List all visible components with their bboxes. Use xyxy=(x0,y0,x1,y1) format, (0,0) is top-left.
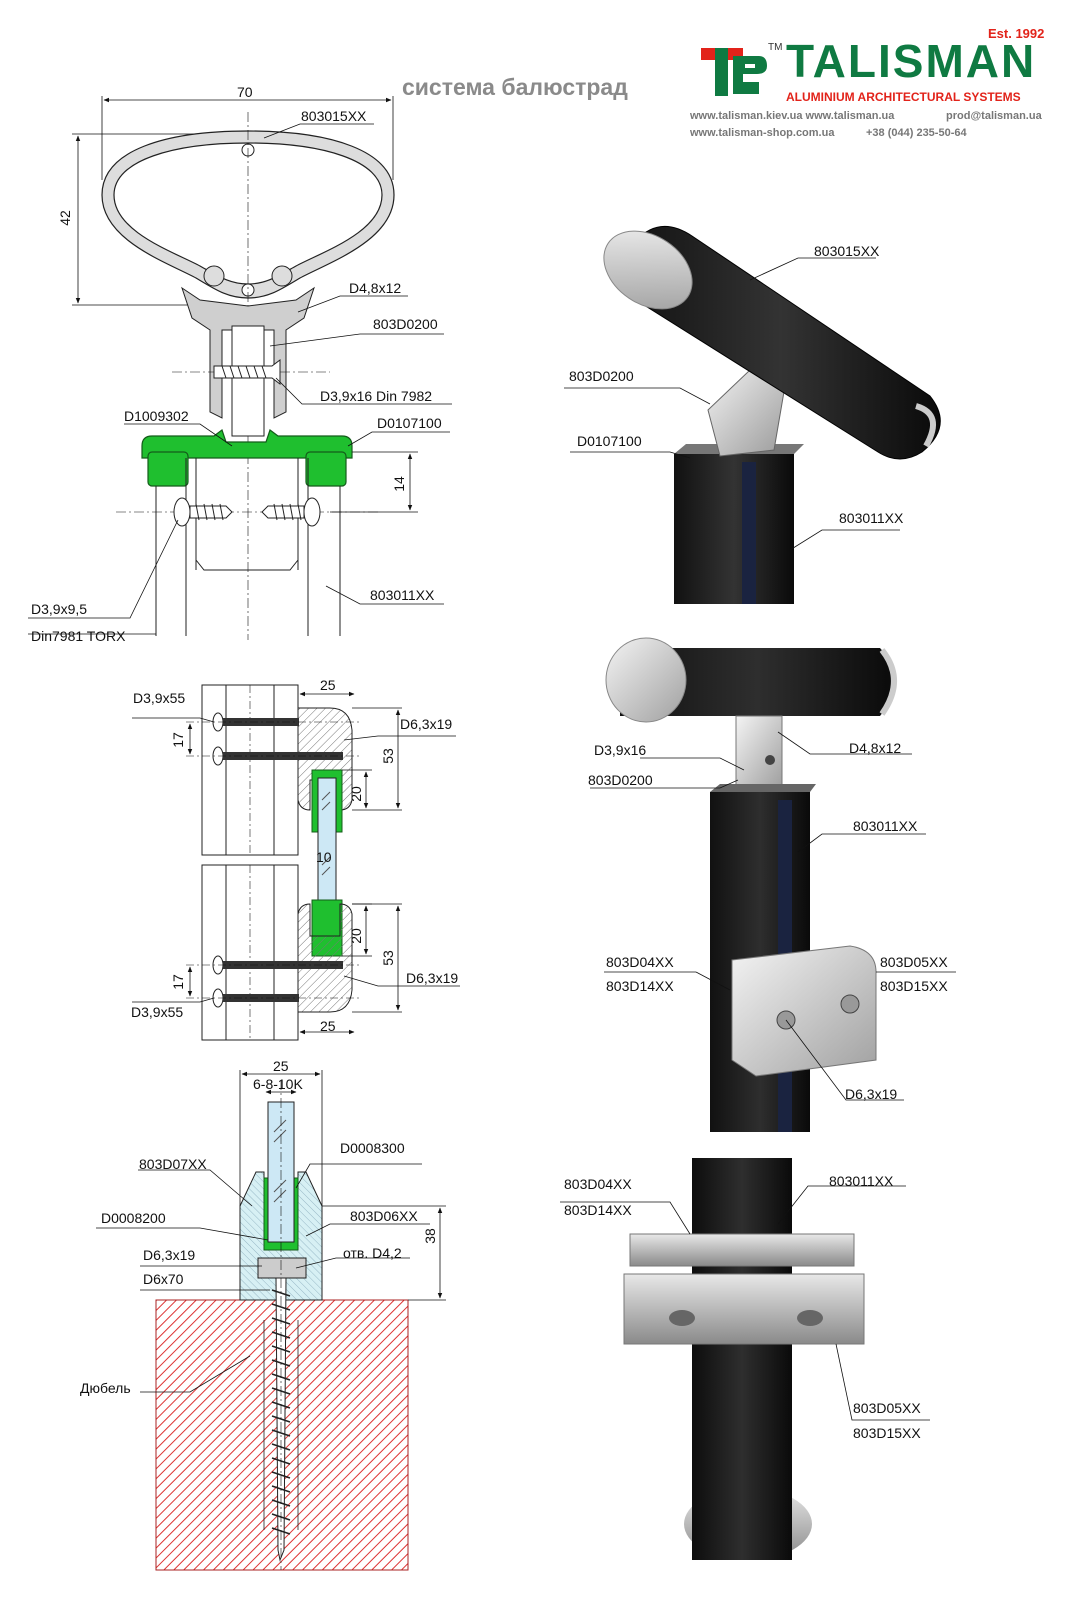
photo2-label-803d14: 803D14XX xyxy=(606,978,674,994)
photo1-label-post: 803011XX xyxy=(839,510,904,526)
photo2-label-803d15: 803D15XX xyxy=(880,978,948,994)
brand-subtitle: ALUMINIUM ARCHITECTURAL SYSTEMS xyxy=(786,90,1021,104)
label-d0008300: D0008300 xyxy=(340,1140,405,1156)
photo2-label-803d05: 803D05XX xyxy=(880,954,948,970)
label-803d06: 803D06XX xyxy=(350,1208,418,1224)
dim-20-top: 20 xyxy=(347,786,364,802)
label-handrail: 803015XX xyxy=(301,108,367,124)
photo2-label-d39: D3,9x16 xyxy=(594,742,647,758)
page-title: система балюстрад xyxy=(402,74,628,100)
label-hole: отв. D4,2 xyxy=(343,1245,402,1261)
label-d1009302: D1009302 xyxy=(124,408,189,424)
contact-websites[interactable]: www.talisman.kiev.ua www.talisman.ua xyxy=(690,110,895,122)
photo2-label-post: 803011XX xyxy=(853,818,918,834)
talisman-logo-icon xyxy=(701,48,767,96)
photo2-label-d63: D6,3x19 xyxy=(845,1086,898,1102)
photo3-label-803d05: 803D05XX xyxy=(853,1400,921,1416)
base-shoe-section-drawing xyxy=(96,1070,446,1571)
glass-clamp-section-drawing xyxy=(132,684,460,1041)
label-d670: D6x70 xyxy=(143,1271,184,1287)
photo3-label-803d14: 803D14XX xyxy=(564,1202,632,1218)
label-803d07: 803D07XX xyxy=(139,1156,207,1172)
label-dowel: Дюбель xyxy=(80,1380,131,1396)
label-screw-side: D3,9x9,5 xyxy=(31,601,88,617)
label-d0008200: D0008200 xyxy=(101,1210,166,1226)
label-screw55-top: D3,9x55 xyxy=(133,690,186,706)
photo3-label-803d15: 803D15XX xyxy=(853,1425,921,1441)
dim-17-bot: 17 xyxy=(169,974,186,990)
contact-shop-site[interactable]: www.talisman-shop.com.ua xyxy=(690,127,835,139)
label-adapter: 803D0200 xyxy=(373,316,438,332)
photo3-label-post: 803011XX xyxy=(829,1173,894,1189)
label-d63: D6,3x19 xyxy=(143,1247,196,1263)
dim-10: 10 xyxy=(316,849,332,865)
dim-height: 42 xyxy=(56,210,73,226)
handrail-photo-2 xyxy=(590,637,956,1132)
photo2-label-d48: D4,8x12 xyxy=(849,740,902,756)
dim-width: 70 xyxy=(237,84,253,100)
photo3-label-803d04: 803D04XX xyxy=(564,1176,632,1192)
dim-glass: 6-8-10K xyxy=(253,1076,303,1092)
label-screw-d39: D3,9x16 Din 7982 xyxy=(320,388,433,404)
label-screw63-top: D6,3x19 xyxy=(400,716,453,732)
dim-53-top: 53 xyxy=(379,748,396,764)
photo2-label-803d04: 803D04XX xyxy=(606,954,674,970)
photo1-label-cap: D0107100 xyxy=(577,433,642,449)
label-cap: D0107100 xyxy=(377,415,442,431)
dim-20-bot: 20 xyxy=(347,928,364,944)
handrail-section-drawing xyxy=(28,96,452,640)
dim-53-bot: 53 xyxy=(379,950,396,966)
dim-38: 38 xyxy=(421,1228,438,1244)
dim-25-bot: 25 xyxy=(320,1018,336,1034)
dim-14: 14 xyxy=(390,476,407,492)
label-screw55-bot: D3,9x55 xyxy=(131,1004,184,1020)
label-din: Din7981 TORX xyxy=(31,628,126,644)
base-clamp-photo-3 xyxy=(560,1158,930,1560)
contact-email[interactable]: prod@talisman.ua xyxy=(946,110,1042,122)
established-badge: Est. 1992 xyxy=(988,26,1045,41)
label-screw63-bot: D6,3x19 xyxy=(406,970,459,986)
photo2-label-adapter: 803D0200 xyxy=(588,772,653,788)
contact-phone: +38 (044) 235-50-64 xyxy=(866,127,967,139)
handrail-photo-1 xyxy=(564,226,941,604)
label-post: 803011XX xyxy=(370,587,435,603)
trademark-mark: TM xyxy=(768,42,783,53)
label-screw-d48: D4,8x12 xyxy=(349,280,402,296)
photo1-label-handrail: 803015XX xyxy=(814,243,880,259)
dim-25-shoe: 25 xyxy=(273,1058,289,1074)
photo1-label-adapter: 803D0200 xyxy=(569,368,634,384)
dim-25-top: 25 xyxy=(320,677,336,693)
dim-17-top: 17 xyxy=(169,732,186,748)
brand-name: TALISMAN xyxy=(786,35,1037,87)
